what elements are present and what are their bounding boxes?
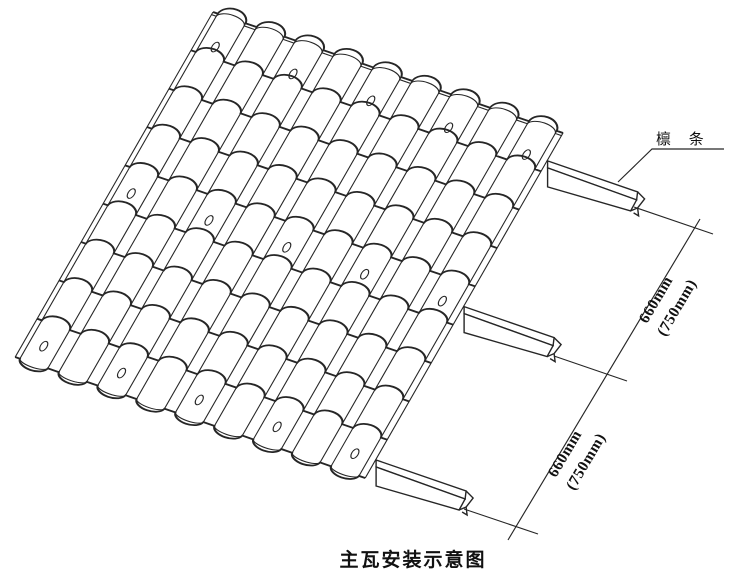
eave-inner-line [14,356,366,479]
fastener-mark [350,448,360,460]
tile-column-line [330,121,530,467]
tile-column-line [97,40,297,386]
tile-column-line [174,67,374,413]
roof-tile-area [14,7,564,480]
purlins [375,159,646,517]
fastener-mark [204,215,214,226]
fastener-mark [39,340,49,352]
dimension-line [507,218,701,541]
fastener-mark [288,68,298,80]
tile-column-line [280,103,480,450]
roof-left-edge [14,11,214,358]
tile-row-line [124,162,476,288]
tile-row-line [102,200,454,326]
tile-column-line [291,107,491,453]
fastener-mark [443,122,454,134]
tile-row-line [146,123,498,249]
tile-column-line [58,26,258,373]
diagram-title: 主瓦安装示意图 [339,548,486,571]
extension-line-top [633,206,714,235]
extension-line-middle [553,355,628,382]
purlin [546,159,646,218]
tile-column-line [47,23,247,369]
fastener-mark [126,188,136,199]
ridge-line [212,7,564,134]
tile-column-line [319,117,519,463]
tile-column-line [163,63,363,409]
fastener-mark [366,95,376,107]
tile-column-line [136,53,335,400]
fastener-mark [521,149,532,160]
tile-column-line [213,80,413,427]
purlin-end-profile [630,191,646,218]
tile-column-line [202,76,402,423]
tile-column-line [252,94,452,440]
tile-row-line [80,238,432,364]
extension-line-bottom [463,508,539,535]
purlin-label: 檩 条 [656,130,711,148]
tile-row-line [190,47,542,173]
tile-column-line [125,49,324,396]
tile-row-line [36,315,388,441]
fastener-mark [282,242,292,253]
fastener-mark [272,421,282,433]
fastener-mark [359,268,370,280]
fastener-mark [116,367,127,379]
purlin [375,459,475,517]
purlin [463,305,563,363]
tile-row-line [168,85,520,211]
tile-column-line [241,90,441,436]
fastener-mark [210,41,220,53]
tile-column-line [19,13,219,359]
tile-column-line [86,36,286,382]
roof-right-edge [364,132,564,479]
eave-line [14,356,366,480]
purlin-leader-line [617,148,724,183]
ridge-inner-line [211,13,562,137]
fastener-mark [194,394,204,406]
tile-row-line [58,277,410,403]
tile-column-line [358,130,558,477]
fastener-mark [437,295,448,307]
